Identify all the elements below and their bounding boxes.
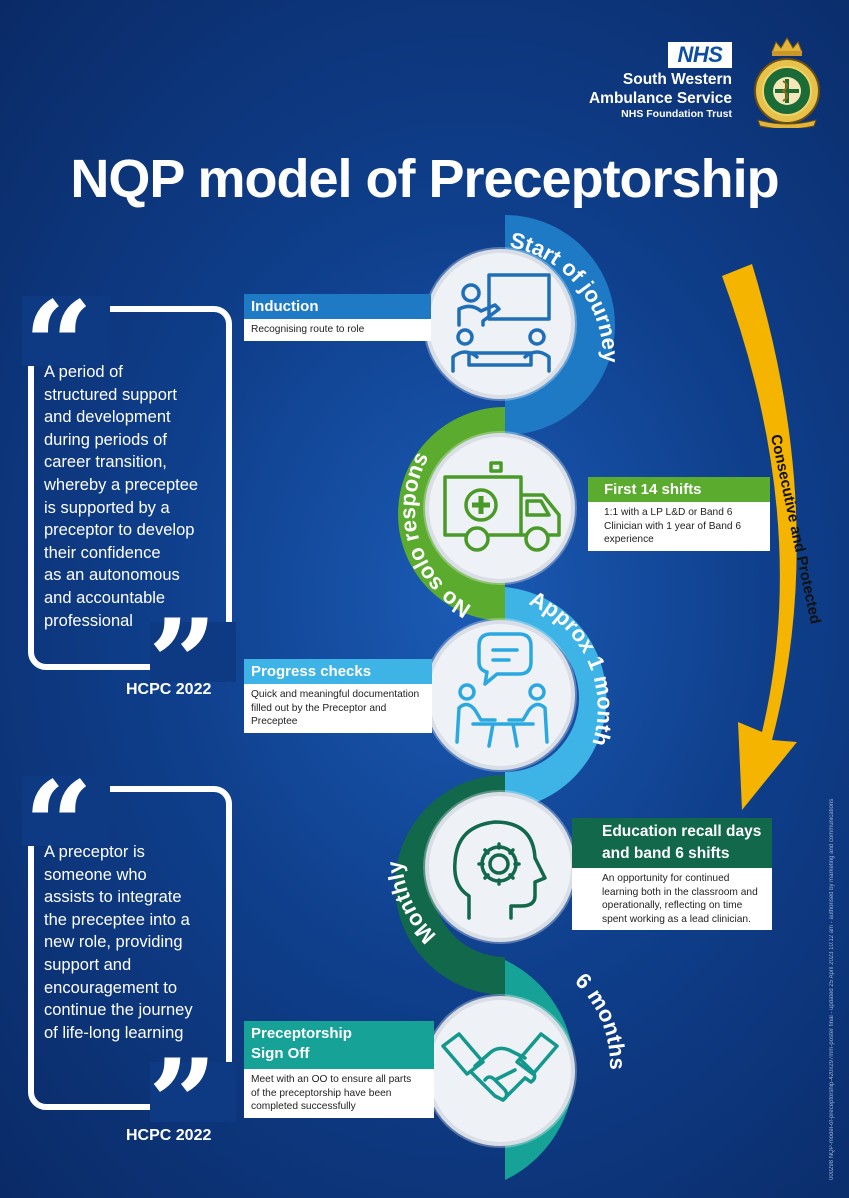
footer-note: 000298 NQP-model-of-preceptorship-420x29… xyxy=(829,798,835,1180)
head-gear-icon xyxy=(453,820,547,920)
stage3-heading: Progress checks xyxy=(244,659,432,684)
org-name-line1: South Western xyxy=(622,71,732,88)
quote2-line: the preceptee into a xyxy=(44,910,190,929)
org-name: South Western Ambulance Service xyxy=(512,70,732,108)
stage1-body: Recognising route to role xyxy=(244,319,431,341)
quote1-frame xyxy=(28,306,232,670)
circle-stage-3 xyxy=(425,620,575,770)
consecutive-arrow xyxy=(722,264,797,810)
quote1-line: during periods of xyxy=(44,430,167,449)
quote1-close-mark-icon: ” xyxy=(148,593,217,734)
stage1-ring xyxy=(505,215,615,435)
quote1-mask-bottom xyxy=(150,622,236,682)
stage5-body: Meet with an OO to ensure all parts of t… xyxy=(244,1069,434,1118)
stage5-ring xyxy=(505,960,575,1180)
stage5-label: Preceptorship Sign Off Meet with an OO t… xyxy=(244,1021,434,1118)
org-subtitle: NHS Foundation Trust xyxy=(621,108,732,120)
stage5-heading-line1: Preceptorship xyxy=(251,1025,352,1042)
stage4-heading: Education recall days and band 6 shifts xyxy=(572,818,772,868)
quote1-source: HCPC 2022 xyxy=(126,681,212,698)
stage3-ring xyxy=(505,587,607,810)
stage3-label: Progress checks Quick and meaningful doc… xyxy=(244,659,432,733)
presentation-icon xyxy=(451,273,551,373)
arc-label-6-months: 6 months xyxy=(570,968,630,1070)
quote2-frame xyxy=(28,786,232,1110)
stage4-body: An opportunity for continued learning bo… xyxy=(572,868,772,931)
quote1-line: and development xyxy=(44,408,171,427)
page-title: NQP model of Preceptorship xyxy=(70,149,779,209)
stage4-ring xyxy=(395,775,505,995)
quote2-line: A preceptor is xyxy=(44,843,145,861)
meeting-icon xyxy=(455,632,549,748)
stage2-label: First 14 shifts 1:1 with a LP L&D or Ban… xyxy=(588,477,770,551)
quote2-mask-bottom xyxy=(150,1062,236,1122)
quote1-line: whereby a preceptee xyxy=(44,475,199,494)
quote2-close-mark-icon: ” xyxy=(148,1033,217,1174)
stage5-heading-line2: Sign Off xyxy=(251,1045,310,1062)
quote1-line: is supported by a xyxy=(44,498,170,517)
ambulance-icon xyxy=(443,461,561,552)
quote2-line: assists to integrate xyxy=(44,888,182,907)
quote2-open-mark-icon: “ xyxy=(24,755,93,896)
quote2-line: encouragement to xyxy=(44,978,178,997)
quote1-line: career transition, xyxy=(44,453,167,472)
quote2-mask-top xyxy=(22,776,110,846)
quote1-line: and accountable xyxy=(44,588,166,607)
quote1-mask-top xyxy=(22,296,110,366)
crest-icon xyxy=(754,37,820,128)
stage5-heading: Preceptorship Sign Off xyxy=(244,1021,434,1069)
circle-stage-4 xyxy=(425,792,575,942)
quote2-line: someone who xyxy=(44,865,147,884)
circle-stage-1 xyxy=(425,249,575,399)
quote1-line: A period of xyxy=(44,363,123,381)
quote2-line: new role, providing xyxy=(44,933,183,952)
circle-stage-5 xyxy=(425,996,575,1146)
stage4-heading-line1: Education recall days xyxy=(602,823,762,840)
quote2-text: A preceptor is someone who assists to in… xyxy=(44,841,224,1044)
quote2-source: HCPC 2022 xyxy=(126,1127,212,1144)
quote2-line: continue the journey xyxy=(44,1001,193,1020)
handshake-icon xyxy=(441,1032,559,1102)
quote1-line: professional xyxy=(44,611,133,630)
quote1-open-mark-icon: “ xyxy=(24,275,93,416)
quote2-line: support and xyxy=(44,955,132,974)
quote1-line: as an autonomous xyxy=(44,566,180,585)
quote1-line: preceptor to develop xyxy=(44,521,195,540)
stage2-body: 1:1 with a LP L&D or Band 6 Clinician wi… xyxy=(588,502,770,551)
stage2-heading: First 14 shifts xyxy=(588,477,770,502)
nhs-logo: NHS xyxy=(668,42,732,68)
quote1-line: structured support xyxy=(44,385,177,404)
quote1-line: their confidence xyxy=(44,543,161,562)
stage3-body: Quick and meaningful documentation fille… xyxy=(244,684,432,733)
circle-stage-2 xyxy=(425,433,575,583)
org-name-line2: Ambulance Service xyxy=(588,90,732,107)
quote2-line: of life-long learning xyxy=(44,1023,184,1042)
stage4-label: Education recall days and band 6 shifts … xyxy=(572,818,772,931)
stage1-heading: Induction xyxy=(244,294,431,319)
quote1-text: A period of structured support and devel… xyxy=(44,361,224,632)
stage1-label: Induction Recognising route to role xyxy=(244,294,431,341)
stage4-heading-line2: and band 6 shifts xyxy=(602,845,730,862)
